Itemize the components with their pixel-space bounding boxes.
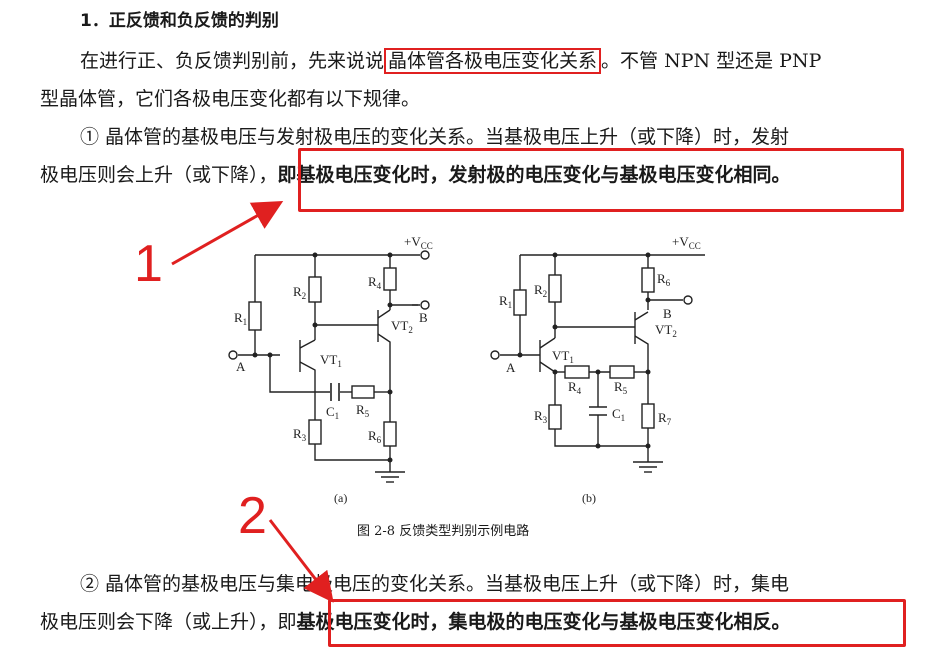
annotation-number-1: 1 <box>134 235 163 293</box>
label-b-r7: R7 <box>658 410 672 427</box>
circuit-a-r3 <box>308 419 322 445</box>
rule2-highlight-box <box>328 599 906 647</box>
label-b-r1: R1 <box>499 293 512 310</box>
circuit-a-junctions <box>252 252 393 463</box>
label-b-c1: C1 <box>612 406 625 423</box>
svg-text:+VCC: +VCC <box>672 234 701 251</box>
circuit-a-r2 <box>308 276 322 303</box>
annotation-number-2: 2 <box>238 487 267 545</box>
circuit-a-terminal-b <box>420 300 430 310</box>
label-b-r2: R2 <box>534 282 547 299</box>
rule1-line1: ① 晶体管的基极电压与发射极电压的变化关系。当基极电压上升（或下降）时，发射 <box>80 126 790 148</box>
svg-text:+VCC: +VCC <box>404 234 433 251</box>
rule2-line1: ② 晶体管的基极电压与集电极电压的变化关系。当基极电压上升（或下降）时，集电 <box>80 573 790 595</box>
label-b-r6: R6 <box>657 271 671 288</box>
label-a-r4: R4 <box>368 274 382 291</box>
circuit-a-terminal-vcc <box>420 250 430 260</box>
label-a-r6: R6 <box>368 428 382 445</box>
rule2-line2: 极电压则会下降（或上升），即基极电压变化时，集电极的电压变化与基极电压变化相反。 <box>40 609 791 635</box>
circuit-b-junctions <box>517 252 651 449</box>
para1-line1: 在进行正、负反馈判别前，先来说说晶体管各极电压变化关系。不管 NPN 型还是 P… <box>80 48 821 74</box>
label-b-figure: (b) <box>582 491 596 505</box>
label-a-r1: R1 <box>234 310 247 327</box>
label-b-r3: R3 <box>534 408 548 425</box>
circuit-b-r4 <box>564 365 590 379</box>
para1-line2: 型晶体管，它们各极电压变化都有以下规律。 <box>40 88 421 110</box>
circuit-a-terminal-a <box>228 350 238 360</box>
circuit-b-r6 <box>641 267 655 293</box>
label-b-vt1: VT1 <box>552 348 574 365</box>
label-a-r3: R3 <box>293 426 307 443</box>
para1-suffix: 。不管 NPN 型还是 PNP <box>601 50 822 72</box>
label-a-r2: R2 <box>293 284 306 301</box>
section-heading: 1．正反馈和负反馈的判别 <box>80 11 279 31</box>
label-b-r5: R5 <box>614 379 628 396</box>
figure-caption: 图 2-8 反馈类型判别示例电路 <box>357 524 530 539</box>
circuit-b-r1 <box>513 289 527 316</box>
circuit-b-components <box>490 267 693 430</box>
circuit-a-components <box>228 250 430 447</box>
circuit-b-terminal-a <box>490 350 500 360</box>
label-a-r5: R5 <box>356 402 370 419</box>
circuit-a-wires <box>238 254 420 483</box>
circuit-b-r7 <box>641 403 655 429</box>
rule1-bold-text: 即基极电压变化时，发射极的电压变化与基极电压变化相同。 <box>277 164 791 186</box>
label-b-r4: R4 <box>568 379 582 396</box>
circuit-b-r2 <box>548 274 562 303</box>
circuit-a-r4 <box>383 267 397 291</box>
circuit-a-r5 <box>351 385 375 399</box>
rule1-line2-prefix: 极电压则会上升（或下降）， <box>40 164 278 186</box>
circuit-a-r6 <box>383 421 397 447</box>
para1-prefix: 在进行正、负反馈判别前，先来说说 <box>80 50 385 72</box>
rule2-bold-text: 基极电压变化时，集电极的电压变化与基极电压变化相反。 <box>296 611 791 633</box>
circuit-a-capacitor <box>330 383 340 401</box>
label-a-b: B <box>419 310 428 325</box>
circuit-b-labels: +VCC R1 R2 R6 R3 R7 R4 R5 C1 VT1 VT2 A B… <box>499 234 701 505</box>
label-a-a: A <box>236 359 246 374</box>
rule1-highlight-box <box>298 148 904 212</box>
label-a-vt1: VT1 <box>320 352 342 369</box>
circuit-b-r5 <box>609 365 635 379</box>
para1-highlight: 晶体管各极电压变化关系 <box>384 48 602 74</box>
circuit-b-terminal-b <box>683 295 693 305</box>
circuit-a-labels: +VCC R1 R2 R4 R3 R6 R5 C1 VT1 VT2 A B (a… <box>234 234 433 505</box>
rule2-line2-prefix: 极电压则会下降（或上升），即 <box>40 611 297 633</box>
label-b-a: A <box>506 360 516 375</box>
label-a-figure: (a) <box>334 491 347 505</box>
label-b-b: B <box>663 306 672 321</box>
circuit-b-capacitor <box>589 406 607 416</box>
circuit-b-r3 <box>548 404 562 430</box>
label-a-c1: C1 <box>326 404 339 421</box>
circuit-a-r1 <box>248 301 262 331</box>
rule1-line2: 极电压则会上升（或下降），即基极电压变化时，发射极的电压变化与基极电压变化相同。 <box>40 162 791 188</box>
circuit-b-wires <box>500 254 705 473</box>
label-b-vt2: VT2 <box>655 322 677 339</box>
label-a-vt2: VT2 <box>391 318 413 335</box>
